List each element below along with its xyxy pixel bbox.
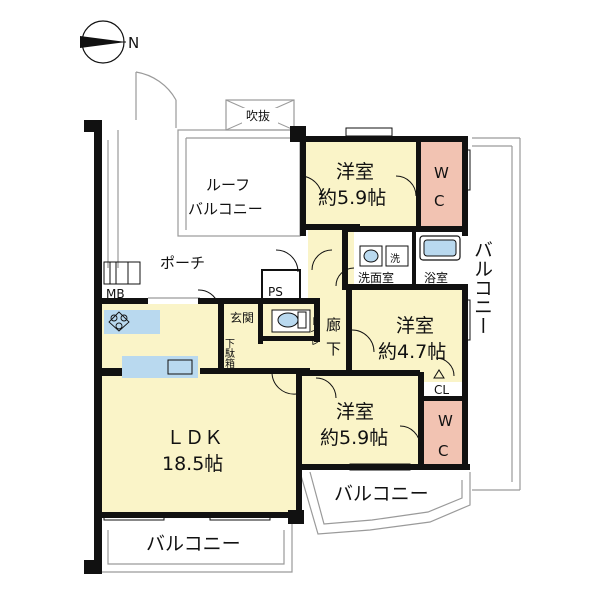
ps-label: PS bbox=[268, 285, 283, 299]
outline-lines bbox=[99, 71, 521, 573]
wic2-label-b: C bbox=[438, 442, 448, 460]
wic2-label-a: W bbox=[438, 412, 453, 430]
labels: 吹抜 ルーフ バルコニー ポーチ MB PS 玄関 下駄箱 トイレ 廊 下 洋室… bbox=[106, 109, 493, 555]
stove-icon bbox=[108, 311, 130, 332]
balcony-south-label: バルコニー bbox=[334, 483, 429, 505]
kitchen-counter-back bbox=[104, 310, 160, 334]
kitchen-sink-icon bbox=[167, 359, 193, 375]
rouka-label-1: 廊 bbox=[326, 316, 341, 334]
wic1-label-b: C bbox=[434, 192, 444, 210]
fukinuke-label: 吹抜 bbox=[246, 109, 270, 123]
mb-meter-icon bbox=[103, 261, 141, 285]
washroom-label: 洗面室 bbox=[358, 270, 394, 285]
getabako-label: 下駄箱 bbox=[223, 338, 235, 369]
porch-label: ポーチ bbox=[160, 254, 205, 272]
rouka-label-2: 下 bbox=[326, 340, 341, 358]
bedroom1-floor bbox=[304, 142, 420, 226]
wic2-floor bbox=[424, 398, 464, 466]
roof-balcony-label-2: バルコニー bbox=[188, 200, 263, 218]
fixtures bbox=[103, 235, 461, 379]
ldk-size: 18.5帖 bbox=[162, 453, 223, 475]
north-label: N bbox=[128, 34, 139, 52]
bedroom2-size: 約4.7帖 bbox=[378, 341, 446, 363]
mb-label: MB bbox=[106, 287, 125, 301]
wic1-label-a: W bbox=[434, 164, 449, 182]
bedroom1-name: 洋室 bbox=[336, 161, 374, 183]
roof-balcony-label-1: ルーフ bbox=[206, 176, 250, 194]
balcony-east-label: バルコニー bbox=[471, 240, 493, 335]
bathroom-label: 浴室 bbox=[424, 270, 448, 285]
toilet-label: トイレ bbox=[308, 316, 320, 346]
window-marks bbox=[103, 127, 471, 521]
wic1-floor bbox=[420, 142, 462, 226]
balcony-ldk-label: バルコニー bbox=[146, 533, 241, 555]
cl-label: CL bbox=[434, 383, 449, 397]
room-fills bbox=[100, 142, 464, 516]
washer-icon bbox=[385, 245, 409, 267]
bedroom3-name: 洋室 bbox=[336, 401, 374, 423]
bedroom3-floor bbox=[300, 374, 418, 466]
bedroom1-size: 約5.9帖 bbox=[318, 187, 386, 209]
genkan-label: 玄関 bbox=[230, 310, 254, 325]
ldk-name: ＬＤＫ bbox=[166, 427, 223, 449]
washer-label: 洗 bbox=[390, 253, 400, 265]
ldk-floor bbox=[100, 304, 300, 516]
north-arrow-icon: N bbox=[80, 20, 139, 64]
bedroom2-name: 洋室 bbox=[396, 315, 434, 337]
bedroom3-size: 約5.9帖 bbox=[320, 427, 388, 449]
fukinuke-box bbox=[225, 99, 295, 131]
walls bbox=[84, 120, 470, 574]
